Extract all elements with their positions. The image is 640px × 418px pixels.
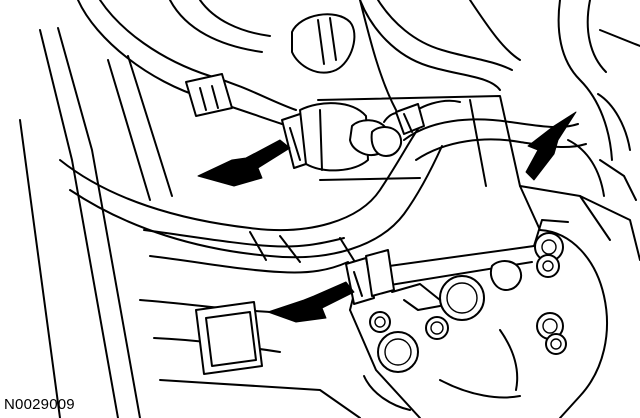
lower-hoses: [139, 229, 361, 418]
mounting-face: [349, 229, 608, 418]
upper-hoses: [77, 0, 640, 161]
left-bracket: [185, 73, 233, 117]
arrow-lower: [267, 281, 355, 323]
callout-arrows: [197, 111, 577, 323]
vertical-tube: [395, 103, 425, 135]
arrow-right: [525, 111, 577, 181]
left-frame-rail: [19, 27, 173, 418]
lower-bracket-plate: [195, 301, 263, 375]
arrow-upper-left: [197, 139, 291, 187]
pressure-sensor-connector: [281, 102, 413, 172]
figure-identifier: N0029009: [4, 396, 75, 413]
